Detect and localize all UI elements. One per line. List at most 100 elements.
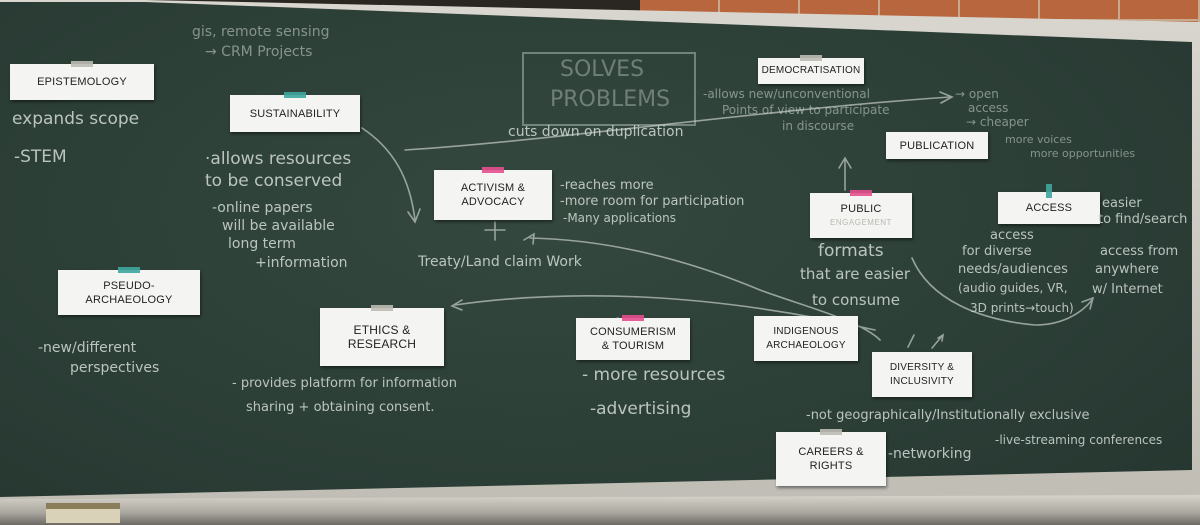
tape [284, 92, 306, 98]
tape [1046, 184, 1052, 198]
tape [850, 190, 872, 196]
chalk-problems: PROBLEMS [550, 87, 671, 112]
chalk-not-geographically: -not geographically/Institutionally excl… [806, 408, 1090, 423]
chalk-internet: w/ Internet [1092, 282, 1163, 297]
card-label-line2: & TOURISM [601, 340, 665, 352]
card-label: ACCESS [1025, 202, 1073, 214]
chalk-sharing-consent: sharing + obtaining consent. [246, 400, 435, 415]
chalk-dem-2: Points of view to participate [722, 103, 890, 117]
card-label-line2: ADVOCACY [461, 196, 525, 208]
card-public-engagement: PUBLIC ENGAGEMENT [810, 190, 912, 238]
card-label-line1: DIVERSITY & [889, 361, 955, 373]
chalk-dem-1: -allows new/unconventional [703, 87, 870, 101]
card-label: DEMOCRATISATION [761, 65, 861, 76]
chalk-stem: -STEM [14, 147, 67, 167]
chalk-anywhere: anywhere [1095, 262, 1159, 277]
chalk-crm: → CRM Projects [205, 44, 313, 60]
tape [820, 429, 842, 435]
chalk-live-streaming: -live-streaming conferences [995, 433, 1163, 447]
card-label-line1: CONSUMERISM [590, 326, 676, 338]
arrowhead [523, 232, 535, 245]
arrowhead [407, 208, 421, 224]
chalk-cheaper: → cheaper [966, 115, 1029, 129]
chalk-more-opportunities: more opportunities [1030, 147, 1136, 160]
card-label: PUBLICATION [899, 139, 975, 152]
chalk-easier-find-2: to find/search [1098, 212, 1188, 227]
chalk-reaches-more: -reaches more [560, 178, 654, 193]
chalk-new-different: -new/different [38, 340, 137, 356]
card-label-line1: PSEUDO- [103, 279, 155, 292]
card-label-line1: ACTIVISM & [460, 182, 526, 194]
chalk-online-papers: -online papers [212, 200, 313, 216]
chalk-formats: formats [818, 241, 884, 261]
card-activism-advocacy: ACTIVISM & ADVOCACY [434, 167, 552, 220]
chalk-easier: that are easier [800, 265, 911, 283]
chalk-ledge [0, 495, 1200, 525]
card-sublabel: ENGAGEMENT [830, 217, 892, 227]
chalk-easier-find-1: easier [1102, 196, 1142, 211]
card-pseudo-archaeology: PSEUDO- ARCHAEOLOGY [58, 267, 200, 315]
card-label-line2: ARCHAEOLOGY [766, 339, 846, 351]
chalk-access-from: access from [1100, 244, 1179, 259]
chalk-conserved: to be conserved [205, 171, 343, 191]
chalk-solves: SOLVES [560, 57, 645, 82]
chalk-available: will be available [222, 218, 335, 234]
card-label: EPISTEMOLOGY [37, 76, 127, 88]
chalk-audio-guides: (audio guides, VR, [958, 281, 1068, 295]
tape [622, 315, 644, 321]
chalk-access-word: access [968, 101, 1009, 115]
chalk-provides-platform: - provides platform for information [232, 376, 457, 391]
card-label-line1: CAREERS & [798, 446, 864, 458]
card-label-line1: INDIGENOUS [773, 325, 839, 337]
arrowhead [1081, 296, 1095, 310]
card-sustainability: SUSTAINABILITY [230, 92, 360, 132]
card-label-line2: ARCHAEOLOGY [85, 293, 173, 306]
card-epistemology: EPISTEMOLOGY [10, 61, 154, 100]
chalk-gis: gis, remote sensing [192, 24, 330, 40]
card-access: ACCESS [998, 184, 1100, 224]
card-publication: PUBLICATION [886, 132, 988, 159]
chalk-information: +information [255, 255, 348, 271]
card-label-line2: RIGHTS [809, 460, 853, 472]
chalk-treaty: Treaty/Land claim Work [418, 254, 582, 270]
chalk-dem-3: in discourse [782, 119, 855, 133]
chalk-perspectives: perspectives [70, 360, 160, 376]
arrow-ethics-diversity [454, 294, 876, 331]
chalk-access-diverse-2: for diverse [962, 244, 1032, 259]
board-eraser [46, 503, 120, 523]
chalk-consume: to consume [812, 291, 900, 309]
arrow-public-to-access [911, 257, 1093, 326]
card-consumerism-tourism: CONSUMERISM & TOURISM [576, 315, 690, 360]
card-label-line1: ETHICS & [353, 323, 411, 337]
arrow-to-open-access [404, 96, 951, 151]
tape [118, 267, 140, 273]
chalk-cuts-duplication: cuts down on duplication [508, 124, 684, 140]
chalk-networking: -networking [888, 446, 972, 462]
chalk-needs-audiences: needs/audiences [958, 262, 1068, 277]
chalk-allows-resources: ·allows resources [205, 149, 352, 169]
chalk-3d-prints: 3D prints→touch) [970, 301, 1074, 315]
card-ethics-research: ETHICS & RESEARCH [320, 305, 444, 366]
card-label-line2: RESEARCH [347, 337, 417, 351]
tape [371, 305, 393, 311]
chalk-expands-scope: expands scope [12, 109, 140, 129]
activism-down-mark [484, 221, 506, 241]
arrowhead [939, 91, 954, 104]
chalk-open: → open [955, 87, 999, 101]
tape [800, 55, 822, 61]
arrowhead [450, 299, 463, 311]
card-democratisation: DEMOCRATISATION [758, 55, 864, 84]
tape [482, 167, 504, 173]
solves-problems-box [522, 52, 696, 126]
card-diversity-inclusivity: DIVERSITY & INCLUSIVITY [872, 352, 972, 397]
chalk-access-diverse-1: access [990, 228, 1034, 243]
chalk-more-voices: more voices [1005, 133, 1072, 146]
card-label-line2: INCLUSIVITY [890, 375, 954, 387]
chalk-more-room: -more room for participation [560, 194, 745, 209]
arrow-sustainability-to-treaty [361, 127, 416, 221]
arrowhead [838, 156, 852, 169]
chalk-many-applications: -Many applications [563, 211, 677, 225]
card-label: SUSTAINABILITY [249, 107, 341, 120]
